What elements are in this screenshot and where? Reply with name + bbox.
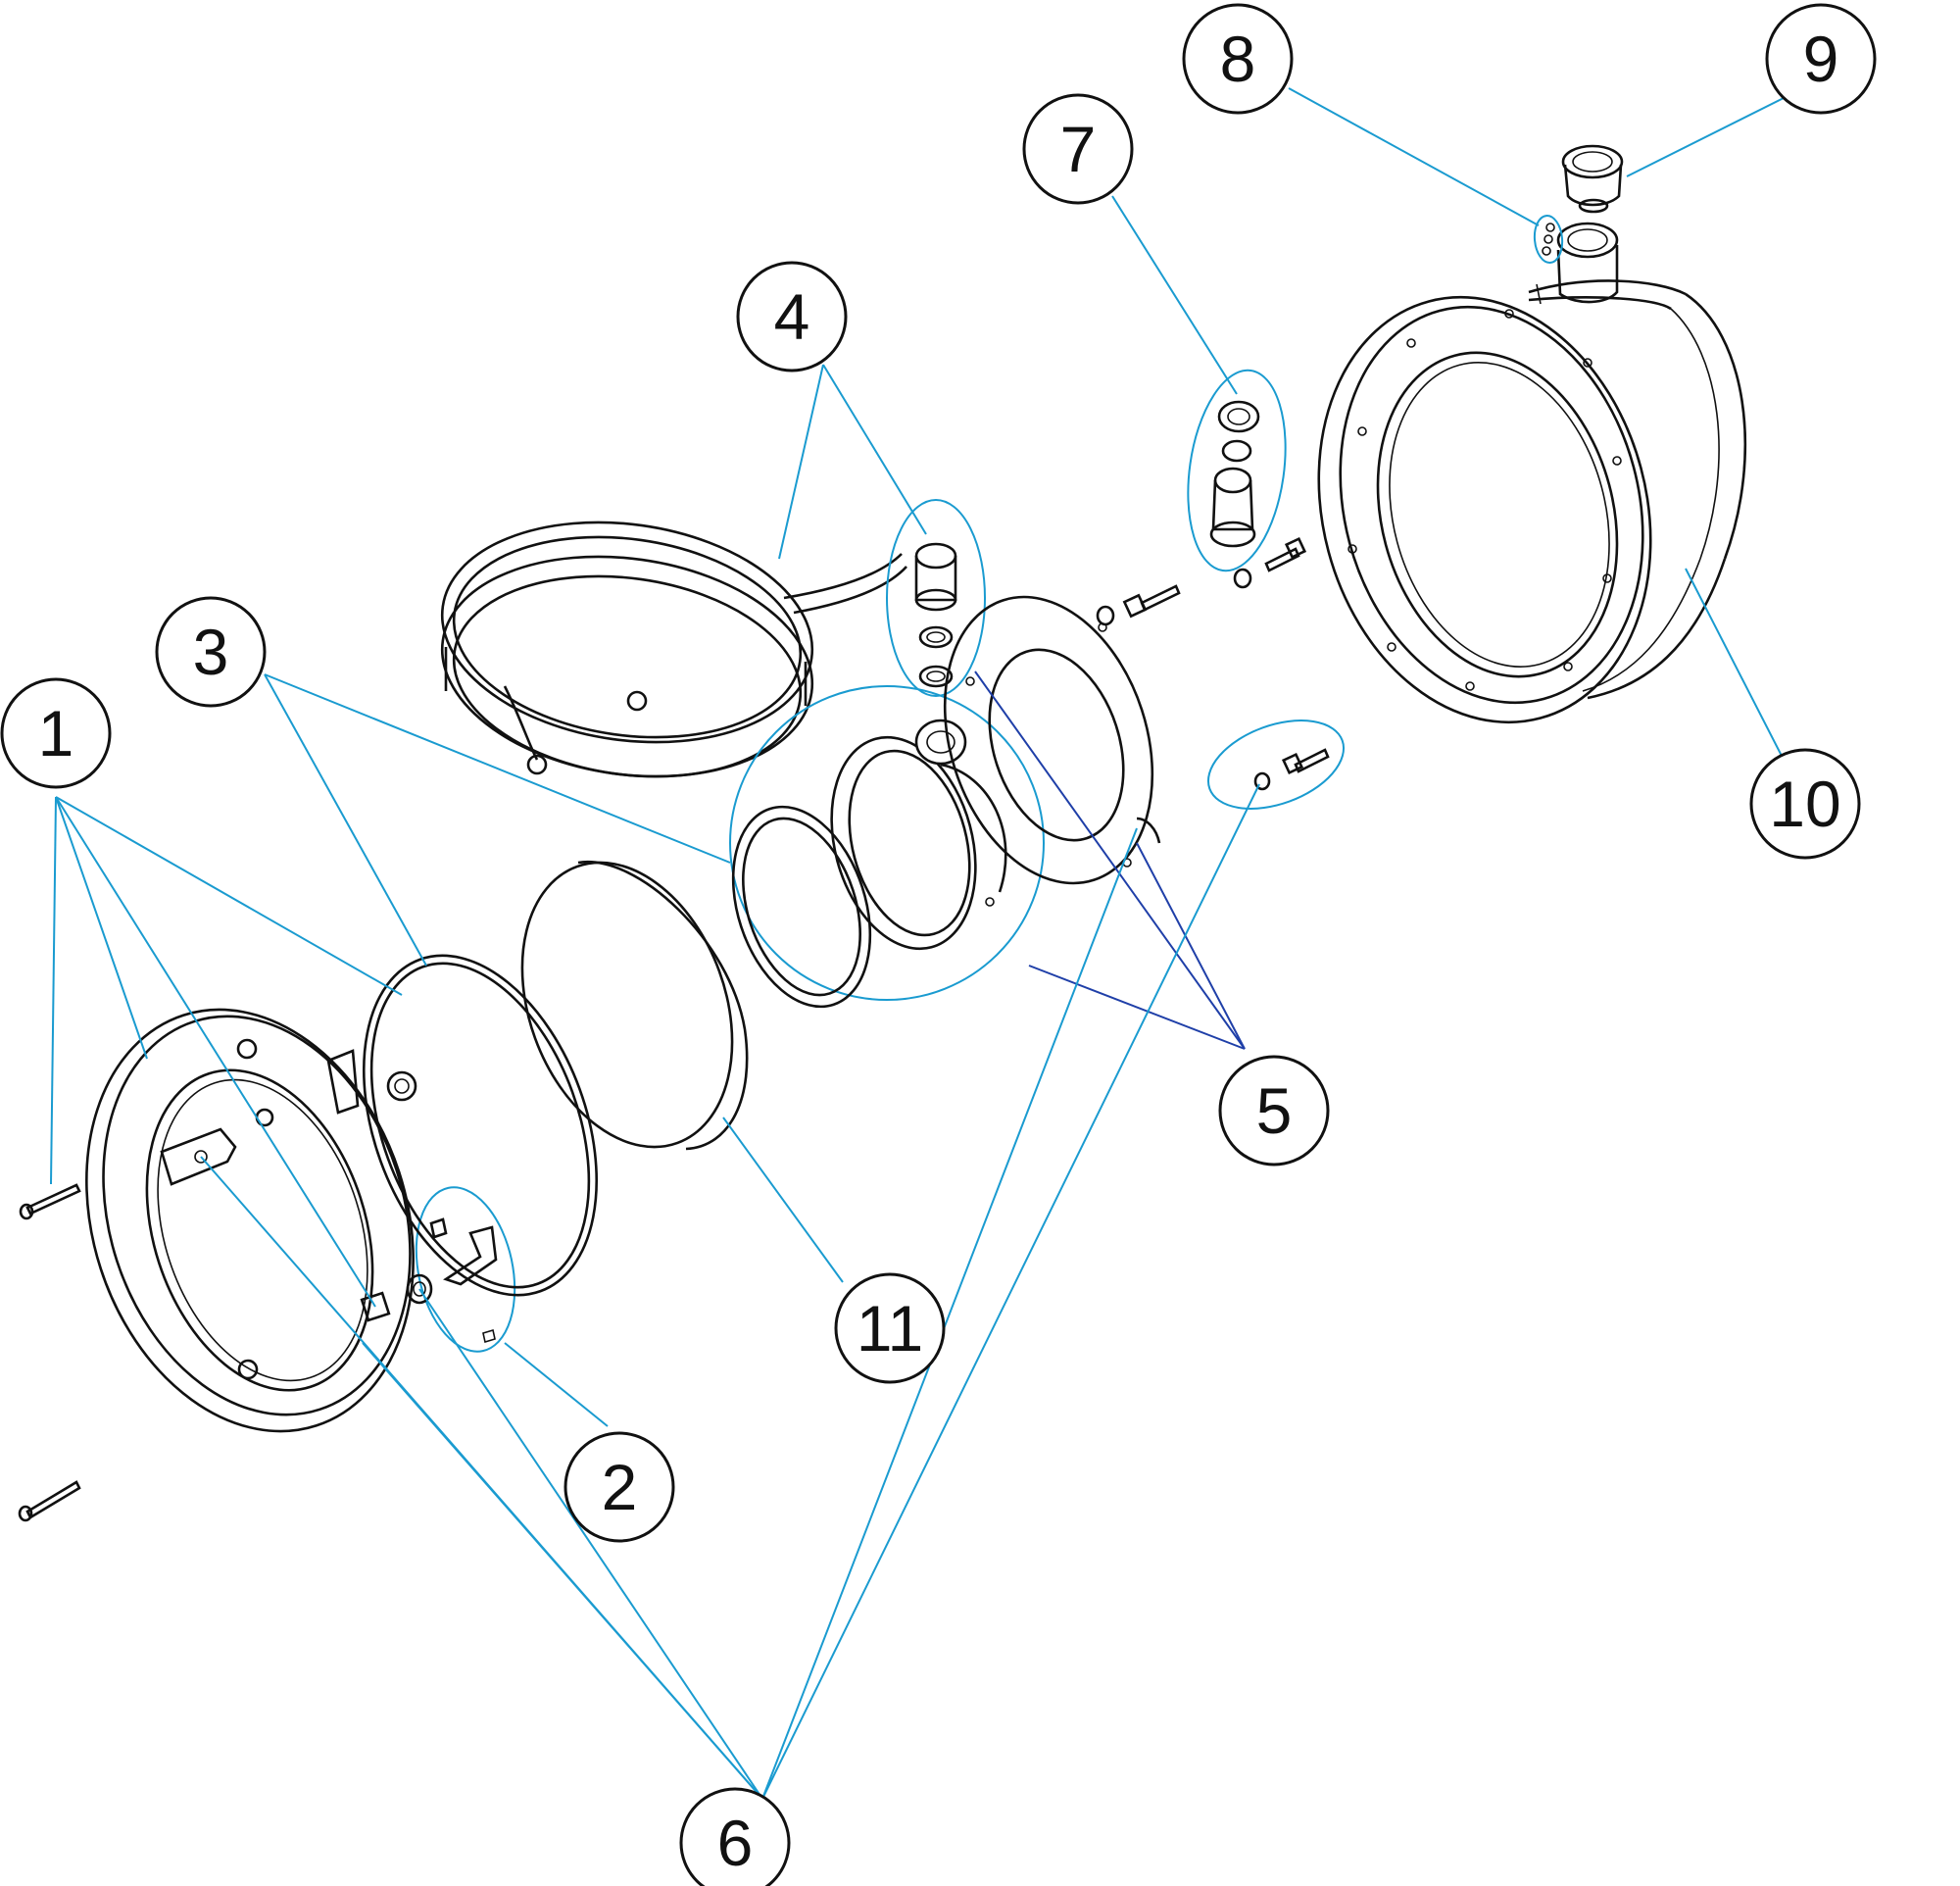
callout-11: 11 — [834, 1272, 946, 1384]
main-gasket — [363, 954, 598, 1297]
callout-9: 9 — [1765, 3, 1877, 115]
callout-2-label: 2 — [602, 1451, 638, 1523]
fitting-bolt — [1233, 536, 1307, 589]
plate-bolt-lower — [1206, 720, 1346, 810]
fitting-set — [1187, 369, 1287, 572]
reflector-assembly — [729, 685, 1045, 1009]
dome-lens — [520, 860, 749, 1151]
housing-niche — [1317, 222, 1747, 724]
callout-11-label: 11 — [857, 1292, 924, 1365]
callout-8: 8 — [1182, 3, 1294, 115]
callout-10-label: 10 — [1769, 768, 1840, 840]
callout-7-label: 7 — [1060, 113, 1097, 185]
callout-5: 5 — [1218, 1055, 1330, 1166]
callout-10: 10 — [1749, 748, 1861, 860]
cable-gland — [886, 499, 986, 697]
callout-3: 3 — [155, 596, 267, 708]
leader-lines — [50, 87, 1785, 1800]
cap-nut — [1561, 144, 1624, 214]
callout-4-label: 4 — [774, 280, 810, 353]
callout-1-label: 1 — [38, 697, 74, 769]
front-trim-ring — [85, 1008, 415, 1433]
callout-8-label: 8 — [1220, 23, 1256, 95]
trim-screw-lower — [18, 1480, 81, 1522]
callout-2: 2 — [564, 1431, 675, 1543]
cable-coil — [440, 521, 907, 778]
trim-screw-upper — [19, 1183, 81, 1220]
callout-4: 4 — [736, 261, 848, 372]
callout-6-label: 6 — [717, 1807, 754, 1879]
callout-6: 6 — [679, 1787, 791, 1886]
clamp-bracket — [406, 1186, 516, 1353]
small-nuts — [1533, 215, 1564, 264]
callout-1: 1 — [0, 677, 112, 789]
callout-5-label: 5 — [1256, 1074, 1293, 1147]
plate-bolt-upper — [1096, 584, 1181, 626]
callout-7: 7 — [1022, 93, 1134, 205]
callout-9-label: 9 — [1803, 23, 1839, 95]
callout-3-label: 3 — [193, 616, 229, 688]
